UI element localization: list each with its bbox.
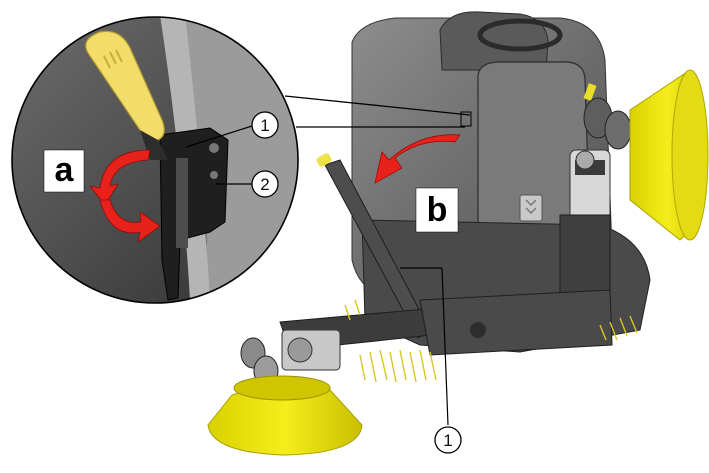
inset-border <box>11 16 299 304</box>
callout-2-inset: 2 <box>216 170 279 198</box>
main-brush-bristles <box>344 299 638 383</box>
right-side-brush <box>629 69 709 241</box>
rotation-arrow-a-2 <box>99 199 161 243</box>
callout-2-inset-text: 2 <box>260 175 269 194</box>
left-brush-arm <box>279 289 613 371</box>
label-b-text: b <box>427 191 448 229</box>
left-side-brush <box>207 375 363 456</box>
side-roller-upper-2 <box>604 110 632 150</box>
rotation-arrow-b <box>374 134 461 184</box>
label-a: a <box>43 149 85 193</box>
label-b: b <box>415 187 459 233</box>
inset-target-marker <box>460 111 472 127</box>
inset-leader-top <box>284 95 471 116</box>
label-a-text: a <box>55 151 75 189</box>
console-panel <box>519 194 543 222</box>
operator-seat <box>439 11 549 71</box>
right-brush-motor <box>559 149 611 306</box>
callout-1-bottom-text: 1 <box>443 431 452 450</box>
steering-wheel <box>477 18 563 52</box>
callout-1-inset-text: 1 <box>260 116 269 135</box>
callout-1-bottom: 1 <box>400 267 462 454</box>
callout-1-inset: 1 <box>185 111 279 148</box>
